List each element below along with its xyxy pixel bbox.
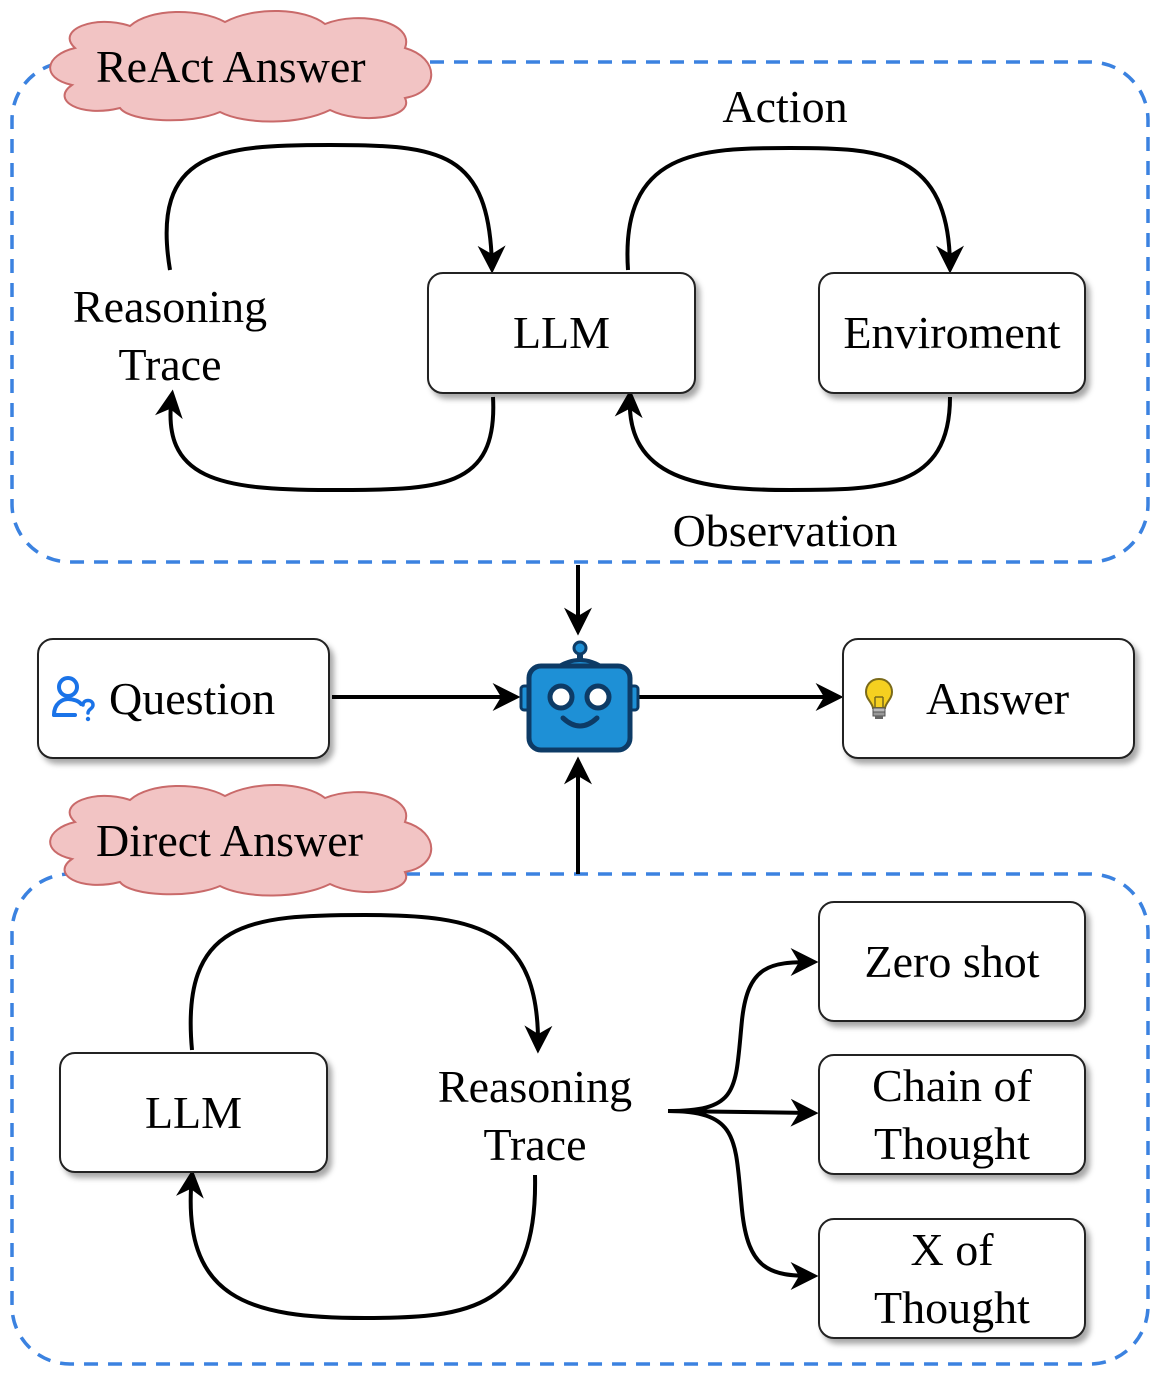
- action-label: Action: [722, 81, 848, 132]
- lightbulb-icon: [864, 677, 894, 719]
- direct-reasoning-to-llm-arrow: [175, 1169, 538, 1321]
- environment-box: Enviroment: [818, 272, 1086, 394]
- chain-of-thought-box: Chain of Thought: [818, 1054, 1086, 1175]
- reasoning-to-llm-arrow: [164, 142, 506, 274]
- answer-label: Answer: [926, 672, 1070, 724]
- x-of-thought-line1: X of: [910, 1223, 994, 1275]
- direct-reasoning-line1: Reasoning: [437, 1061, 633, 1112]
- robot-icon: [519, 640, 640, 753]
- reasoning-trace-line2: Trace: [118, 339, 222, 390]
- chain-of-thought-line2: Thought: [874, 1117, 1030, 1169]
- react-answer-tag: ReAct Answer: [96, 41, 366, 92]
- direct-tag-cloud: [49, 783, 433, 897]
- to-x-of-thought-arrow: [667, 1109, 819, 1290]
- chain-of-thought-line1: Chain of: [872, 1059, 1032, 1111]
- observation-label: Observation: [672, 505, 898, 556]
- reasoning-trace-line1: Reasoning: [72, 281, 268, 332]
- direct-llm-to-reasoning-arrow: [188, 912, 553, 1054]
- zero-shot-label: Zero shot: [864, 935, 1040, 987]
- environment-label: Enviroment: [843, 307, 1061, 358]
- user-question-icon: [52, 675, 95, 721]
- react-section-border: [10, 60, 1150, 564]
- react-tag-cloud: [49, 9, 433, 123]
- reasoning-trace-label: Reasoning Trace: [55, 278, 285, 394]
- answer-box: Answer: [842, 638, 1135, 759]
- react-llm-label: LLM: [512, 307, 611, 358]
- zero-shot-box: Zero shot: [818, 901, 1086, 1022]
- x-of-thought-line2: Thought: [874, 1281, 1030, 1333]
- observation-arrow: [614, 389, 952, 493]
- direct-reasoning-trace-label: Reasoning Trace: [420, 1058, 650, 1174]
- question-label: Question: [109, 672, 276, 724]
- to-zero-shot-arrow: [667, 948, 819, 1113]
- action-arrow: [625, 145, 964, 274]
- x-of-thought-box: X of Thought: [818, 1218, 1086, 1339]
- llm-to-reasoning-arrow: [155, 389, 496, 493]
- question-box: Question: [37, 638, 330, 759]
- react-llm-box: LLM: [427, 272, 696, 394]
- direct-reasoning-line2: Trace: [483, 1119, 587, 1170]
- direct-llm-box: LLM: [59, 1052, 328, 1173]
- direct-llm-label: LLM: [144, 1086, 243, 1138]
- direct-answer-tag: Direct Answer: [96, 815, 363, 866]
